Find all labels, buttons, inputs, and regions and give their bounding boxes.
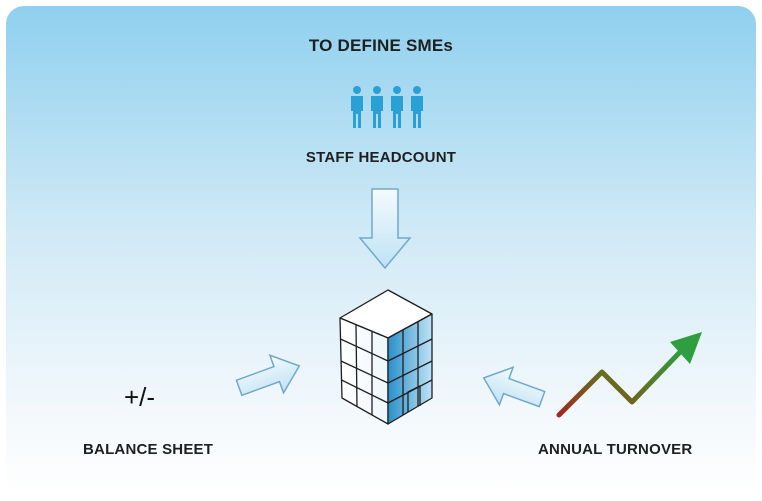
person-figure (391, 86, 403, 128)
people-figures (351, 86, 423, 128)
building-cube-icon (339, 289, 433, 425)
person-figure (351, 86, 363, 128)
person-figure (411, 86, 423, 128)
down-arrow-icon (358, 188, 412, 270)
left-arrow-icon (482, 366, 546, 408)
balance-sheet-symbol: +/- (124, 382, 156, 412)
staff-headcount-label: STAFF HEADCOUNT (305, 149, 457, 166)
diagram-title: TO DEFINE SMEs (308, 36, 454, 55)
annual-turnover-label: ANNUAL TURNOVER (538, 441, 693, 458)
rising-trend-arrow-icon (556, 332, 702, 418)
person-figure (371, 86, 383, 128)
balance-sheet-label: BALANCE SHEET (83, 441, 214, 458)
right-arrow-icon (235, 354, 301, 397)
